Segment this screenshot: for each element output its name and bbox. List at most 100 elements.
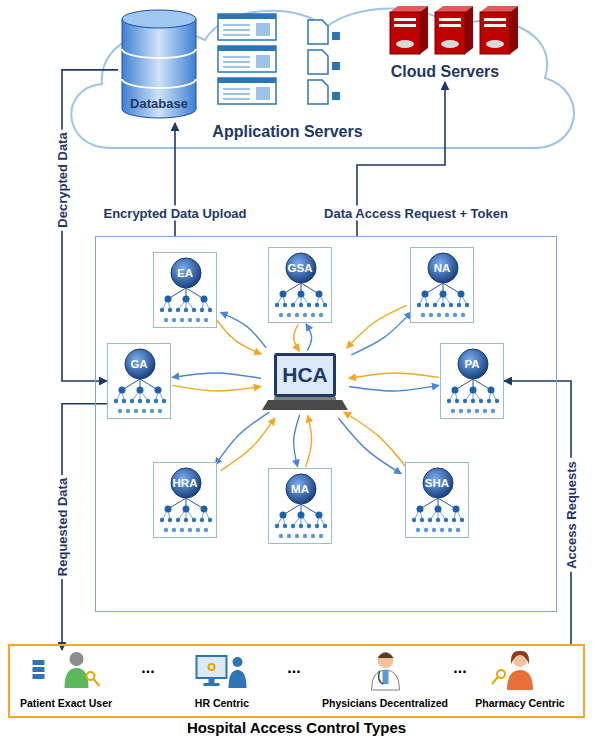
tree-leaf (307, 524, 311, 528)
tree-leaf (444, 518, 448, 522)
tree-leaf (150, 409, 154, 413)
tree-leaf (196, 528, 200, 532)
tree-leaf (447, 399, 451, 403)
key-shaft (93, 679, 99, 686)
tree-leaf (160, 518, 164, 522)
tree-leaf (176, 308, 180, 312)
tree-leaf (299, 524, 303, 528)
tree-leaf (134, 409, 138, 413)
record-stack (32, 660, 44, 665)
record-stack (32, 674, 44, 679)
tree-leaf (303, 534, 307, 538)
tree-leaf (283, 303, 287, 307)
node-text: NA (434, 261, 451, 322)
tree-leaf (421, 313, 425, 317)
laptop-base (262, 400, 348, 410)
window-bar (218, 14, 276, 19)
tree-leaf (475, 409, 479, 413)
node-text: GSA (288, 261, 313, 322)
tree-node (183, 296, 190, 303)
coat (371, 670, 399, 690)
person-head (377, 652, 393, 668)
window-panel (256, 87, 270, 100)
person-head (69, 652, 83, 666)
tree-leaf (188, 528, 192, 532)
application-servers: Application Servers (200, 8, 375, 142)
window-line (223, 61, 250, 63)
node-text: PA (464, 357, 479, 418)
window-line (223, 88, 250, 90)
hair (377, 653, 393, 659)
tree-leaf (459, 409, 463, 413)
tree-leaf (200, 518, 204, 522)
tree-leaf (126, 409, 130, 413)
tree-leaf (303, 313, 307, 317)
tree-leaf (138, 399, 142, 403)
tree-leaf (319, 313, 323, 317)
node-text: Database (130, 96, 188, 111)
tree-leaf (424, 528, 428, 532)
tree-node (298, 512, 305, 519)
window-line (223, 98, 250, 100)
tree-node (201, 296, 208, 303)
authority-node: NA (410, 247, 474, 323)
window-line (223, 93, 250, 95)
hair (511, 651, 529, 664)
server-stripe (439, 18, 461, 21)
tree-node (453, 506, 460, 513)
tree-leaf (453, 313, 457, 317)
tree-leaf (432, 528, 436, 532)
tree-leaf (417, 303, 421, 307)
tree-leaf (283, 524, 287, 528)
person-body (507, 670, 533, 690)
tree-leaf (192, 308, 196, 312)
window-line (223, 66, 250, 68)
tree-leaf (295, 534, 299, 538)
server-stripe (484, 18, 506, 21)
tree-leaf (483, 409, 487, 413)
tree-leaf (287, 313, 291, 317)
node-text: EA (177, 266, 193, 327)
tree-leaf (428, 518, 432, 522)
key-shaft (492, 677, 498, 684)
tree-node (201, 506, 208, 513)
key-ring (497, 670, 505, 678)
monitor-base (203, 683, 219, 686)
authority-node: MA (268, 468, 332, 544)
user-type: Patient Exact User (15, 650, 118, 712)
node-text: HR Centric (195, 697, 249, 709)
tree-leaf (311, 534, 315, 538)
tree-leaf (295, 313, 299, 317)
hca-laptop: HCA (262, 352, 348, 414)
document-icon (308, 50, 328, 74)
window-line (223, 24, 250, 26)
tree-leaf (279, 313, 283, 317)
tree-leaf (204, 318, 208, 322)
server-disk (441, 40, 459, 48)
tree-leaf (451, 409, 455, 413)
server-stripe (484, 24, 506, 27)
edge-label: Access Requests (564, 458, 579, 572)
tree-leaf (118, 409, 122, 413)
key-exchange-arrow (221, 418, 275, 471)
tree-leaf (176, 518, 180, 522)
tree-leaf (180, 318, 184, 322)
cylinder-band (122, 79, 196, 88)
monitor-stand (208, 678, 214, 683)
tree-leaf (433, 303, 437, 307)
node-text: GA (130, 357, 147, 418)
key-exchange-arrow (172, 385, 261, 391)
user-type: Physicians Decentralized (317, 650, 454, 712)
tree-leaf (479, 399, 483, 403)
server-stripe (394, 18, 416, 21)
tree-leaf (291, 524, 295, 528)
document-icon (308, 80, 328, 104)
tree-leaf (455, 399, 459, 403)
server-side (510, 6, 518, 54)
tree-leaf (311, 313, 315, 317)
tree-leaf (437, 313, 441, 317)
tree-leaf (425, 303, 429, 307)
tree-node (183, 506, 190, 513)
key-exchange-arrow (306, 415, 312, 467)
access-types-panel: Hospital Access Control TypesPatient Exa… (8, 644, 585, 718)
